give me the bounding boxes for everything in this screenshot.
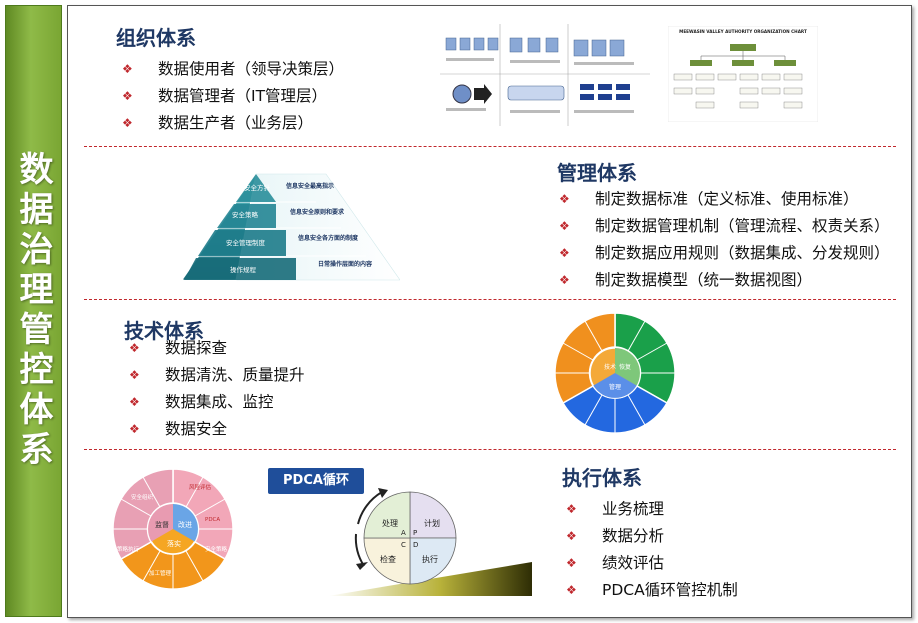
wheel-center-label: 监督 (155, 520, 169, 529)
exec-list: ❖业务梳理 ❖数据分析 ❖绩效评估 ❖PDCA循环管控机制 (566, 496, 738, 604)
wheel-center-label: 管理 (609, 383, 621, 391)
sidebar-title: 数据治理管控体系 (13, 151, 53, 471)
list-item: ❖数据分析 (566, 523, 738, 550)
pdca-label: PDCA循环 (268, 468, 364, 494)
diamond-bullet-icon: ❖ (566, 502, 577, 516)
wheel-center-label: 技术 (604, 363, 616, 371)
org-process-thumbnail (440, 22, 650, 128)
wheel-center-label: 恢复 (619, 363, 631, 371)
pyramid-level: 安全管理制度 (226, 238, 266, 247)
separator (84, 299, 896, 300)
sidebar: 数据治理管控体系 (5, 5, 62, 617)
diamond-bullet-icon: ❖ (559, 246, 570, 260)
diamond-bullet-icon: ❖ (129, 341, 140, 355)
pdca-letter: P (413, 529, 417, 537)
list-item: ❖数据安全 (129, 416, 305, 443)
diamond-bullet-icon: ❖ (129, 368, 140, 382)
list-item: ❖PDCA循环管控机制 (566, 577, 738, 604)
diamond-bullet-icon: ❖ (122, 62, 133, 76)
list-item: ❖制定数据应用规则（数据集成、分发规则） (559, 240, 890, 267)
diamond-bullet-icon: ❖ (566, 556, 577, 570)
list-item: ❖制定数据标准（定义标准、使用标准） (559, 186, 890, 213)
pyramid-note: 信息安全各方面的制度 (298, 234, 359, 242)
list-item: ❖数据管理者（IT管理层） (122, 83, 344, 110)
wheel-outer-label: PDCA (205, 517, 220, 523)
org-chart-title: MEEWASIN VALLEY AUTHORITY ORGANIZATION C… (679, 29, 807, 34)
list-item: ❖数据使用者（领导决策层） (122, 56, 344, 83)
pdca-letter: A (401, 529, 406, 537)
list-item: ❖制定数据模型（统一数据视图） (559, 267, 890, 294)
diamond-bullet-icon: ❖ (559, 219, 570, 233)
list-item: ❖数据生产者（业务层） (122, 110, 344, 137)
pyramid-level: 安全方针 (244, 183, 271, 192)
pdca-diagram: 处理 计划 检查 执行 A P C D (328, 488, 532, 596)
org-list: ❖数据使用者（领导决策层） ❖数据管理者（IT管理层） ❖数据生产者（业务层） (122, 56, 344, 137)
diamond-bullet-icon: ❖ (566, 529, 577, 543)
tech-wheel: 技术 恢复 管理 (554, 312, 676, 434)
exec-title: 执行体系 (562, 466, 642, 490)
list-item: ❖数据探查 (129, 335, 305, 362)
pyramid-note: 信息安全最高指示 (286, 182, 334, 190)
org-title: 组织体系 (116, 26, 196, 50)
separator (84, 449, 896, 450)
diamond-bullet-icon: ❖ (122, 116, 133, 130)
wheel-outer-label: 加工管理 (149, 569, 172, 577)
diamond-bullet-icon: ❖ (129, 422, 140, 436)
pdca-quadrant: 计划 (424, 518, 440, 528)
wheel-outer-label: 策略执行 (117, 545, 140, 553)
diamond-bullet-icon: ❖ (559, 273, 570, 287)
pdca-quadrant: 处理 (382, 518, 398, 528)
wheel-outer-label: 安全策略 (205, 545, 228, 553)
wheel-outer-label: 风险评估 (189, 483, 212, 491)
tech-list: ❖数据探查 ❖数据清洗、质量提升 ❖数据集成、监控 ❖数据安全 (129, 335, 305, 443)
wheel-center-label: 落实 (167, 539, 181, 548)
exec-wheel: 监督 改进 落实 安全组织 风险评估 PDCA 安全策略 加工管理 策略执行 (112, 468, 234, 590)
list-item: ❖绩效评估 (566, 550, 738, 577)
diamond-bullet-icon: ❖ (122, 89, 133, 103)
pdca-letter: D (413, 541, 418, 549)
wheel-center-label: 改进 (178, 520, 192, 529)
mgmt-list: ❖制定数据标准（定义标准、使用标准） ❖制定数据管理机制（管理流程、权责关系） … (559, 186, 890, 294)
diamond-bullet-icon: ❖ (566, 583, 577, 597)
pyramid-level: 操作规程 (230, 265, 257, 274)
diamond-bullet-icon: ❖ (559, 192, 570, 206)
pyramid-note: 日常操作层面的内容 (318, 260, 372, 268)
mgmt-title: 管理体系 (557, 161, 637, 185)
list-item: ❖数据清洗、质量提升 (129, 362, 305, 389)
wheel-outer-label: 安全组织 (131, 493, 154, 501)
org-chart-thumbnail: MEEWASIN VALLEY AUTHORITY ORGANIZATION C… (668, 26, 818, 122)
pdca-quadrant: 检查 (380, 554, 396, 564)
separator (84, 146, 896, 147)
tech-title: 技术体系 (124, 319, 204, 343)
security-pyramid: 安全方针 安全策略 安全管理制度 操作规程 信息安全最高指示 信息安全原则和要求… (181, 173, 400, 281)
pdca-letter: C (401, 541, 406, 549)
list-item: ❖业务梳理 (566, 496, 738, 523)
diamond-bullet-icon: ❖ (129, 395, 140, 409)
pyramid-level: 安全策略 (232, 210, 259, 219)
list-item: ❖数据集成、监控 (129, 389, 305, 416)
list-item: ❖制定数据管理机制（管理流程、权责关系） (559, 213, 890, 240)
pyramid-note: 信息安全原则和要求 (290, 208, 345, 216)
pdca-quadrant: 执行 (422, 554, 438, 564)
